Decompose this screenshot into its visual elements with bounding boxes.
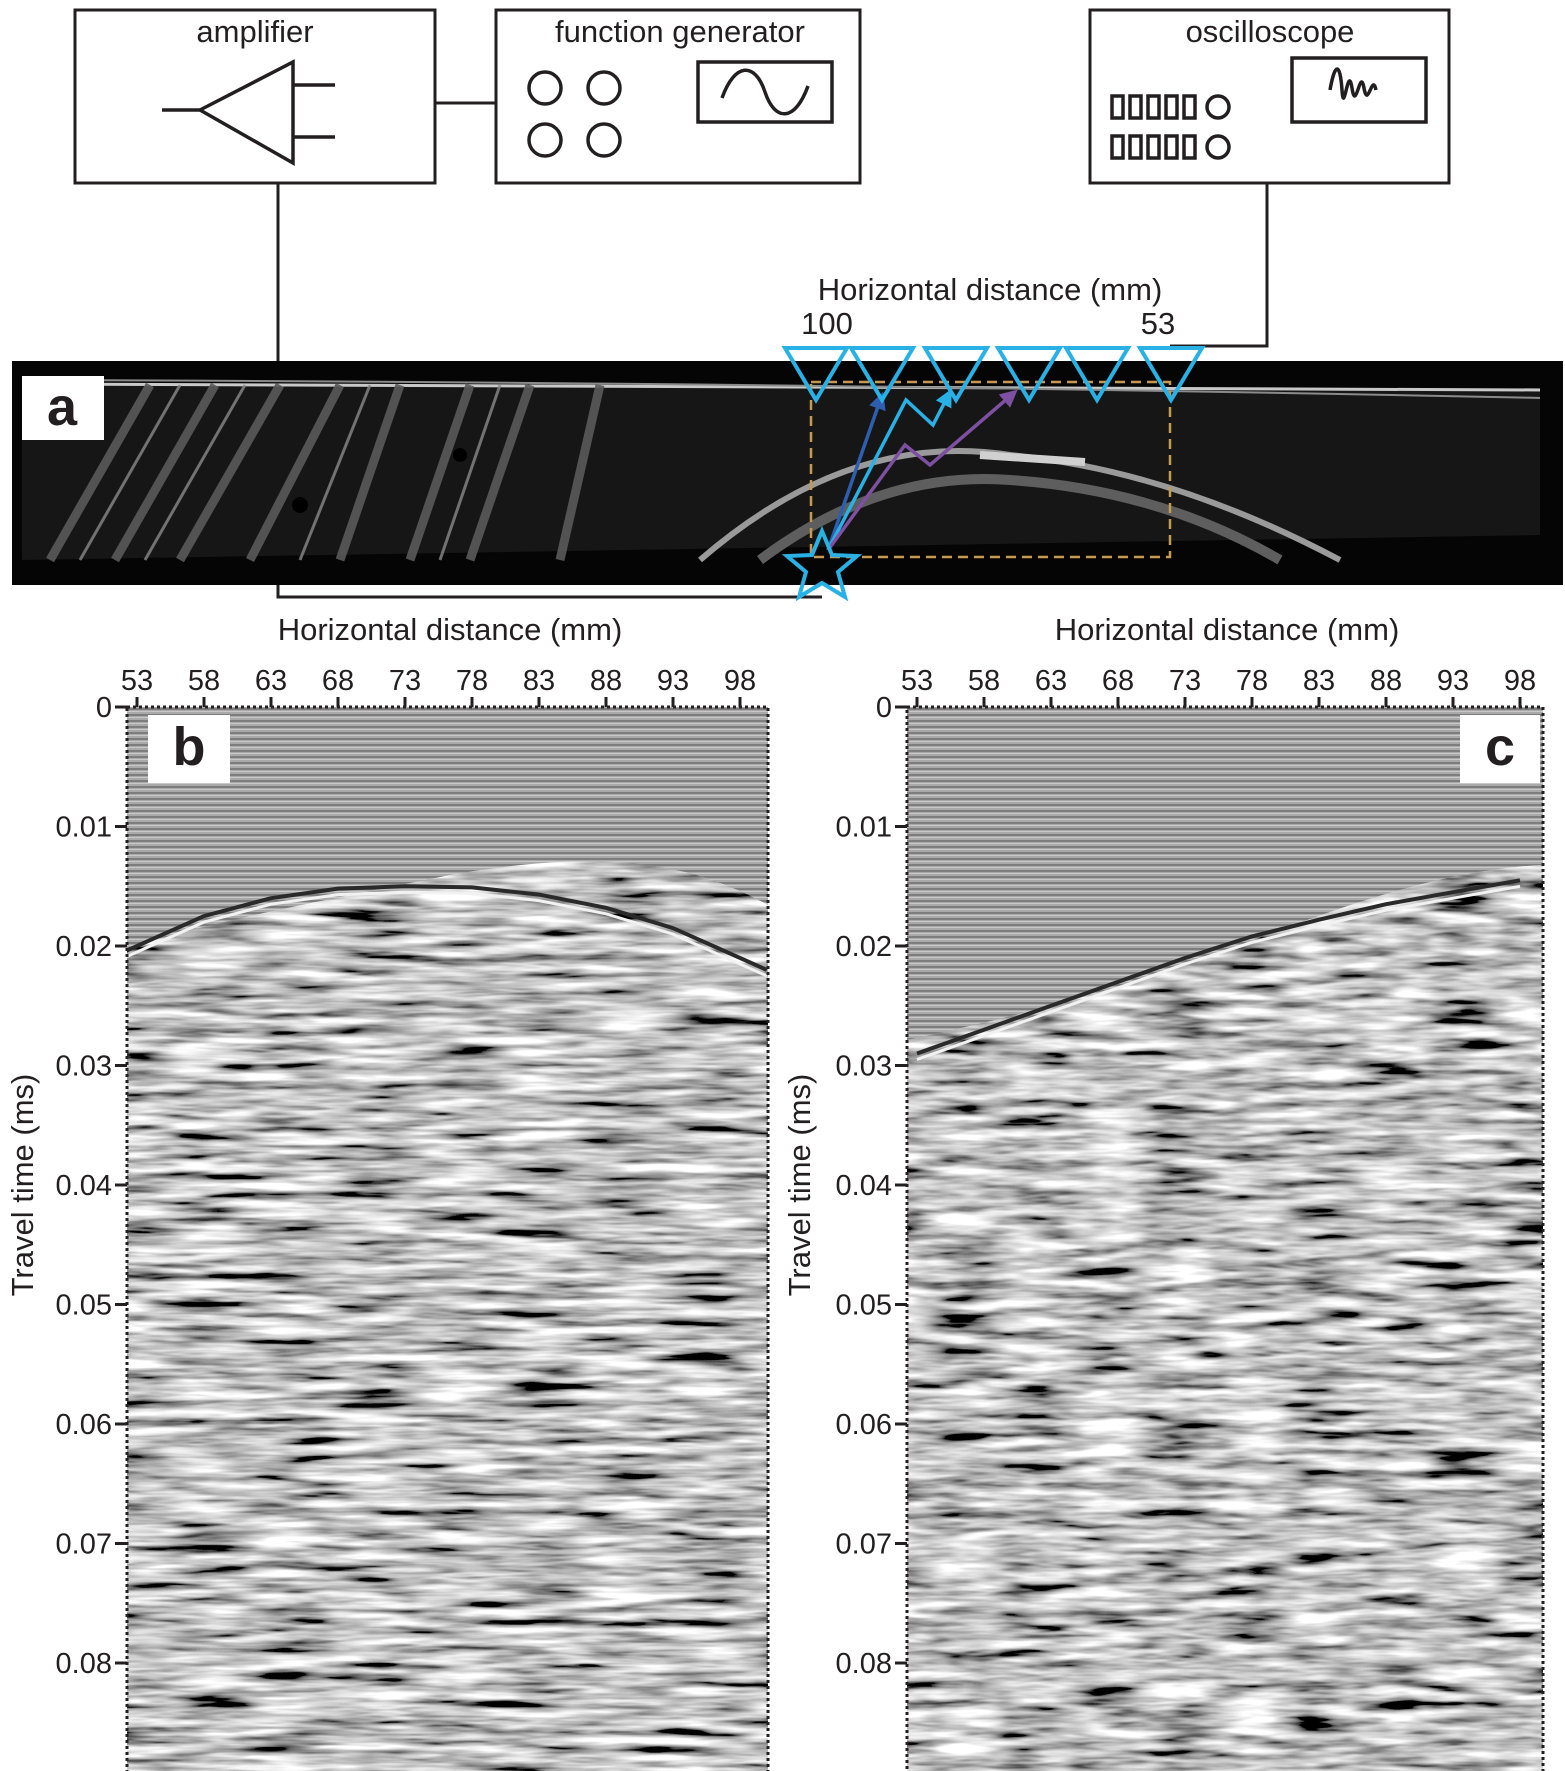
x-tick-label: 88 bbox=[590, 665, 622, 697]
wire-scope-to-receivers bbox=[1170, 183, 1269, 348]
panel-letter-b: b bbox=[173, 717, 206, 777]
knob-icon bbox=[527, 70, 563, 106]
y-tick-label: 0.06 bbox=[836, 1409, 892, 1441]
receiver-axis-title: Horizontal distance (mm) bbox=[818, 272, 1163, 307]
x-tick-label: 73 bbox=[1169, 665, 1201, 697]
y-tick-label: 0.07 bbox=[56, 1529, 112, 1561]
x-tick-label: 83 bbox=[523, 665, 555, 697]
receiver-triangle-icon[interactable] bbox=[1062, 346, 1132, 404]
x-tick-label: 93 bbox=[1437, 665, 1469, 697]
amplifier-box[interactable]: amplifier bbox=[73, 8, 437, 185]
ray-path-purple bbox=[826, 389, 1018, 552]
x-tick-label: 78 bbox=[456, 665, 488, 697]
panel-letter-a-box bbox=[22, 376, 104, 440]
y-tick-label: 0.06 bbox=[56, 1409, 112, 1441]
function-generator-label: function generator bbox=[555, 14, 805, 49]
y-tick-label: 0.05 bbox=[836, 1290, 892, 1322]
x-tick-label: 93 bbox=[657, 665, 689, 697]
y-tick-label: 0.01 bbox=[56, 812, 112, 844]
y-tick-label: 0.02 bbox=[56, 931, 112, 963]
receiver-triangle-icon[interactable] bbox=[781, 346, 851, 404]
amplifier-icon bbox=[162, 59, 335, 167]
panel-letter-c: c bbox=[1485, 717, 1515, 777]
panel-letter-b-box bbox=[148, 715, 230, 783]
x-tick-label: 53 bbox=[121, 665, 153, 697]
y-tick-label: 0 bbox=[876, 692, 892, 724]
x-tick-label: 58 bbox=[968, 665, 1000, 697]
panel-b-first-arrival-shadow bbox=[127, 890, 768, 978]
function-generator-box[interactable]: function generator bbox=[494, 8, 862, 185]
y-tick-label: 0.01 bbox=[836, 812, 892, 844]
y-tick-label: 0.08 bbox=[836, 1648, 892, 1680]
x-tick-label: 78 bbox=[1236, 665, 1268, 697]
x-tick-label: 58 bbox=[188, 665, 220, 697]
ray-path-light-blue bbox=[826, 388, 952, 551]
waveform-icon bbox=[1290, 56, 1428, 124]
y-tick-label: 0.05 bbox=[56, 1290, 112, 1322]
receiver-axis-start: 100 bbox=[801, 306, 853, 341]
receiver-triangle-icon[interactable] bbox=[1136, 346, 1206, 404]
receiver-axis-end: 53 bbox=[1141, 306, 1175, 341]
wire-amp-to-source bbox=[276, 183, 822, 599]
x-tick-label: 98 bbox=[1504, 665, 1536, 697]
x-tick-label: 63 bbox=[1035, 665, 1067, 697]
y-tick-label: 0.02 bbox=[836, 931, 892, 963]
receiver-triangle-icon[interactable] bbox=[994, 346, 1064, 404]
specimen-image bbox=[21, 379, 1541, 565]
x-tick-label: 98 bbox=[724, 665, 756, 697]
panel-c-first-arrival bbox=[916, 878, 1521, 1056]
y-tick-label: 0.08 bbox=[56, 1648, 112, 1680]
knob-icon bbox=[527, 122, 563, 158]
panel-c-axes: 53 58 63 68 73 78 83 88 93 98 0 0.01 0.02 0.03 0.04 0.0… bbox=[836, 665, 1537, 1680]
receiver-array bbox=[781, 346, 1206, 404]
x-tick-label: 68 bbox=[1102, 665, 1134, 697]
receiver-triangle-icon[interactable] bbox=[921, 346, 991, 404]
y-tick-label: 0.07 bbox=[836, 1529, 892, 1561]
x-tick-label: 63 bbox=[255, 665, 287, 697]
button-icon bbox=[1110, 94, 1231, 160]
knob-icon bbox=[586, 122, 622, 158]
apparatus: amplifier function generator osc bbox=[73, 8, 1451, 599]
panel-c-frame bbox=[905, 705, 1545, 1771]
panel-c-first-arrival-shadow bbox=[916, 884, 1521, 1061]
y-tick-label: 0.04 bbox=[56, 1170, 112, 1202]
y-tick-label: 0.04 bbox=[836, 1170, 892, 1202]
ray-path-dark-blue bbox=[826, 391, 886, 551]
receiver-triangle-icon[interactable] bbox=[847, 346, 917, 404]
source-star-icon[interactable] bbox=[781, 525, 863, 602]
region-of-interest-box bbox=[809, 380, 1172, 559]
knob-icon bbox=[586, 70, 622, 106]
x-tick-label: 83 bbox=[1303, 665, 1335, 697]
panel-c: Horizontal distance (mm) Travel time (ms… bbox=[782, 612, 1545, 1771]
panel-b-axes: 53 58 63 68 73 78 83 88 93 98 0 0.01 0.02 0.03 0.04 0.0… bbox=[56, 665, 757, 1680]
oscilloscope-box[interactable]: oscilloscope bbox=[1088, 8, 1451, 185]
x-tick-label: 88 bbox=[1370, 665, 1402, 697]
x-tick-label: 73 bbox=[389, 665, 421, 697]
panel-letter-a: a bbox=[47, 377, 78, 437]
panel-b-x-axis-title: Horizontal distance (mm) bbox=[278, 612, 623, 647]
x-tick-label: 53 bbox=[901, 665, 933, 697]
sine-wave-icon bbox=[696, 60, 834, 124]
panel-c-y-axis-title: Travel time (ms) bbox=[782, 1074, 817, 1297]
y-tick-label: 0.03 bbox=[56, 1051, 112, 1083]
amplifier-label: amplifier bbox=[196, 14, 313, 49]
panel-b-y-axis-title: Travel time (ms) bbox=[5, 1074, 40, 1297]
x-tick-label: 68 bbox=[322, 665, 354, 697]
panel-a: a bbox=[12, 346, 1563, 602]
panel-b: Horizontal distance (mm) Travel time (ms… bbox=[5, 612, 770, 1771]
panel-c-x-axis-title: Horizontal distance (mm) bbox=[1055, 612, 1400, 647]
panel-b-first-arrival bbox=[127, 884, 768, 972]
panel-letter-c-box bbox=[1460, 715, 1540, 783]
panel-b-frame bbox=[125, 705, 770, 1771]
panel-b-quiet-zone bbox=[127, 707, 768, 948]
panel-c-quiet-zone bbox=[907, 707, 1543, 1040]
y-tick-label: 0.03 bbox=[836, 1051, 892, 1083]
y-tick-label: 0 bbox=[96, 692, 112, 724]
oscilloscope-label: oscilloscope bbox=[1186, 14, 1355, 49]
